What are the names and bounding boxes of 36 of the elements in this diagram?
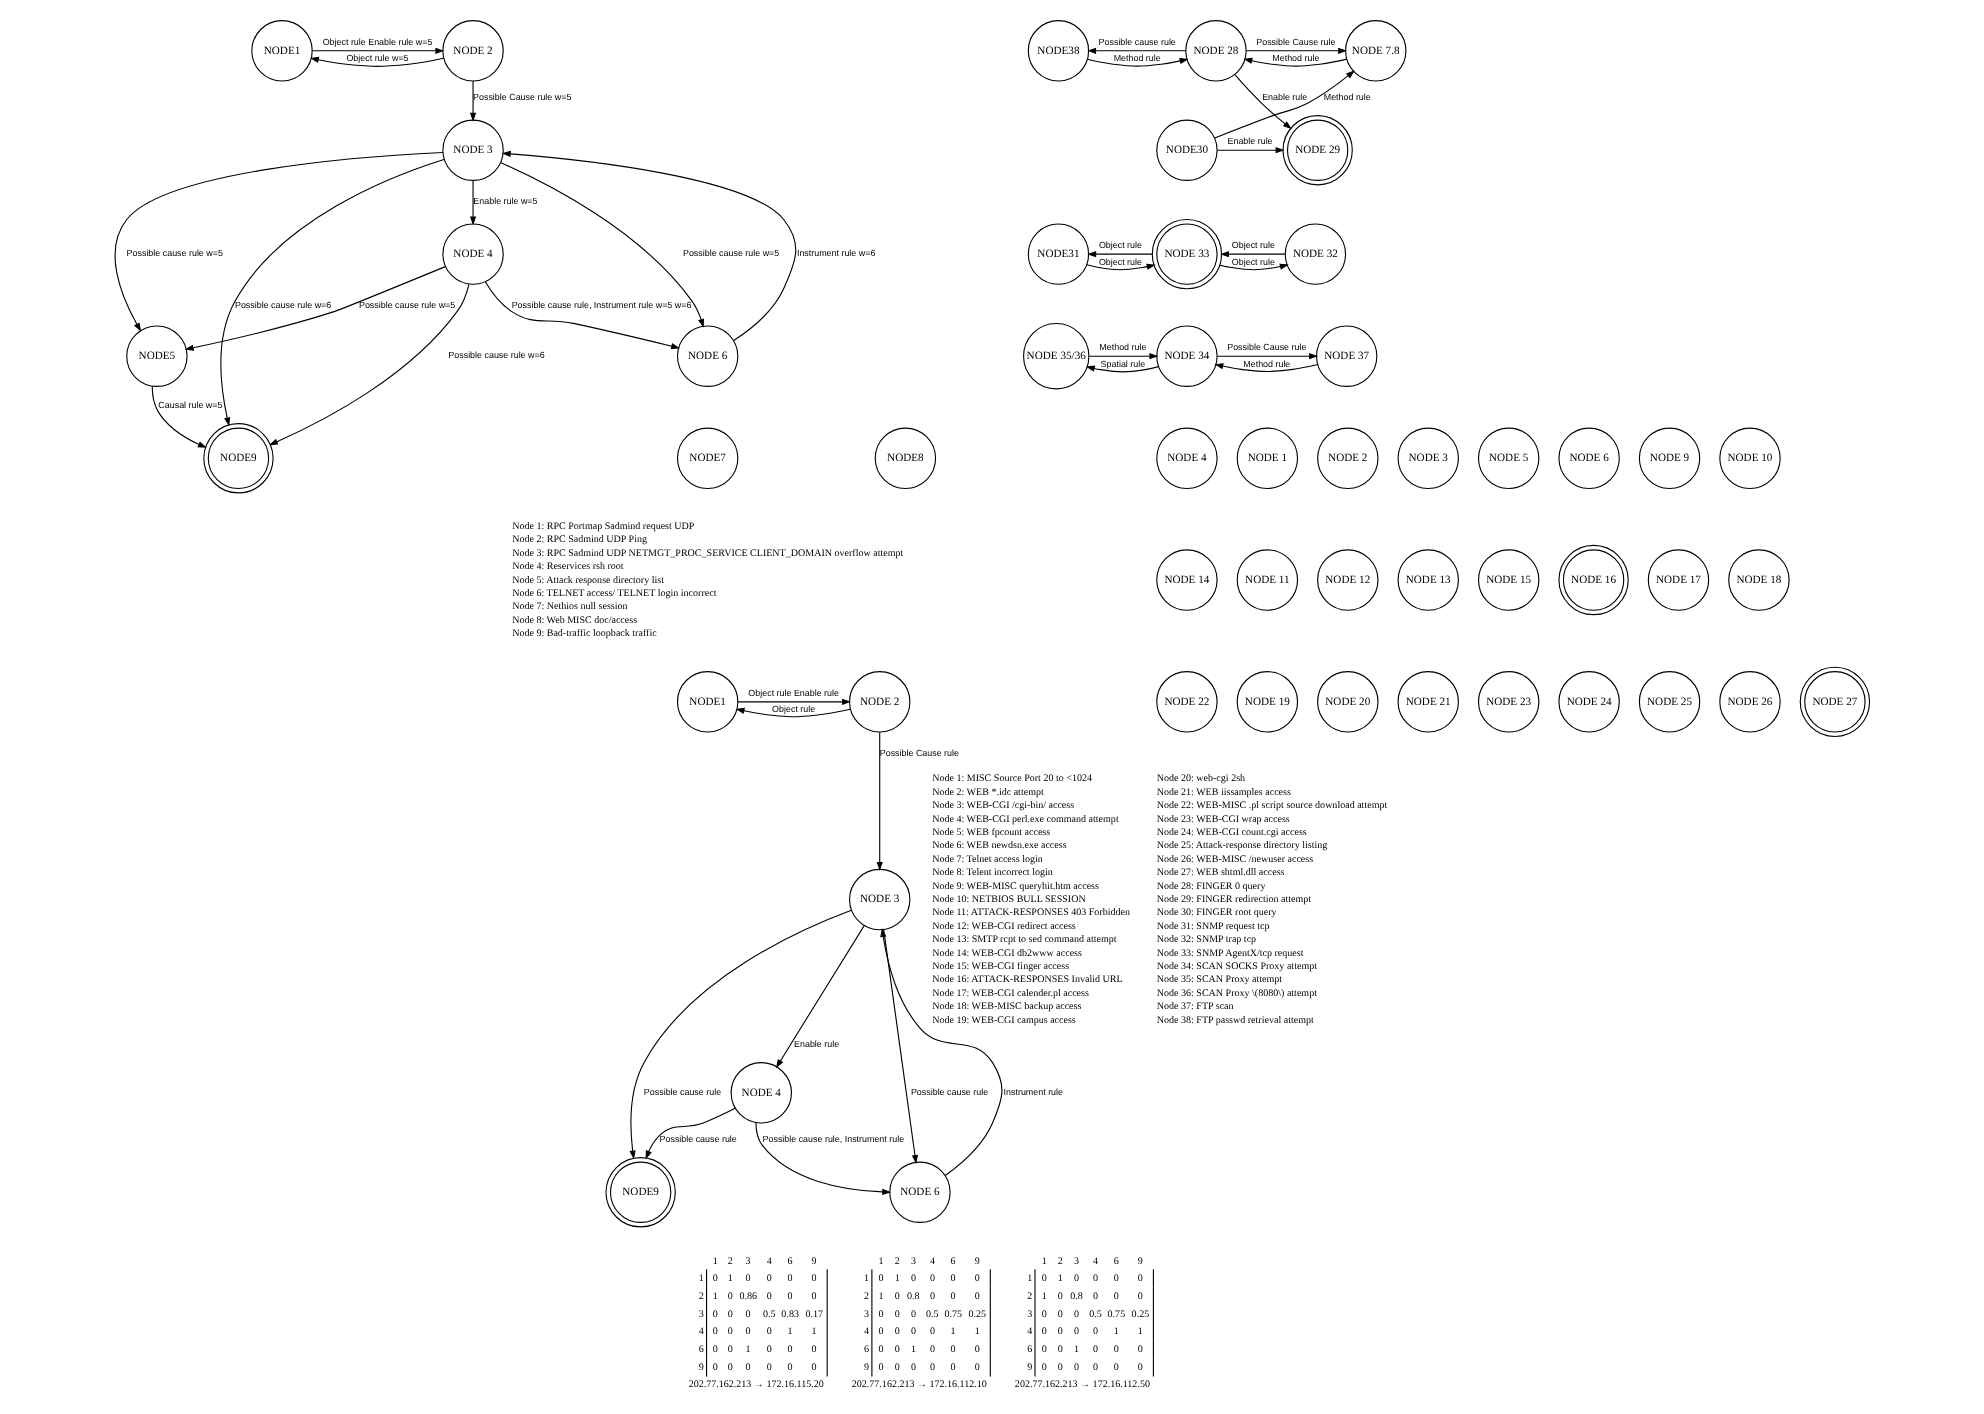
arrow bbox=[1220, 251, 1286, 258]
arrow bbox=[469, 180, 477, 226]
arrow bbox=[1216, 147, 1285, 154]
arrow bbox=[1086, 263, 1156, 271]
arrow bbox=[775, 925, 865, 1069]
arrow bbox=[1245, 47, 1348, 54]
arrow bbox=[484, 281, 681, 350]
arrow bbox=[629, 909, 852, 1160]
arrow bbox=[501, 150, 797, 342]
arrow bbox=[1087, 251, 1153, 258]
arrow bbox=[1214, 363, 1319, 373]
arrow bbox=[1243, 57, 1348, 67]
arrow bbox=[1087, 47, 1187, 54]
arrow bbox=[883, 929, 919, 1164]
arrow bbox=[1234, 74, 1292, 130]
arrow bbox=[114, 151, 444, 332]
arrow bbox=[737, 698, 852, 705]
arrow bbox=[1088, 353, 1159, 360]
arrow bbox=[309, 56, 445, 67]
arrow bbox=[1214, 70, 1355, 139]
arrow bbox=[151, 385, 207, 448]
arrow bbox=[469, 80, 477, 122]
arrow bbox=[1085, 365, 1160, 373]
arrow bbox=[645, 1107, 736, 1160]
arrow bbox=[1216, 353, 1319, 360]
arrow bbox=[220, 158, 445, 427]
arrow bbox=[268, 283, 470, 446]
arrow bbox=[735, 707, 851, 718]
arrow bbox=[876, 731, 883, 871]
arrow bbox=[1086, 57, 1189, 67]
arrow bbox=[311, 47, 445, 54]
arrow bbox=[500, 162, 705, 328]
arrow bbox=[755, 1122, 892, 1196]
arrow bbox=[1219, 263, 1289, 271]
arrow bbox=[184, 266, 446, 351]
arrow bbox=[880, 928, 1003, 1177]
